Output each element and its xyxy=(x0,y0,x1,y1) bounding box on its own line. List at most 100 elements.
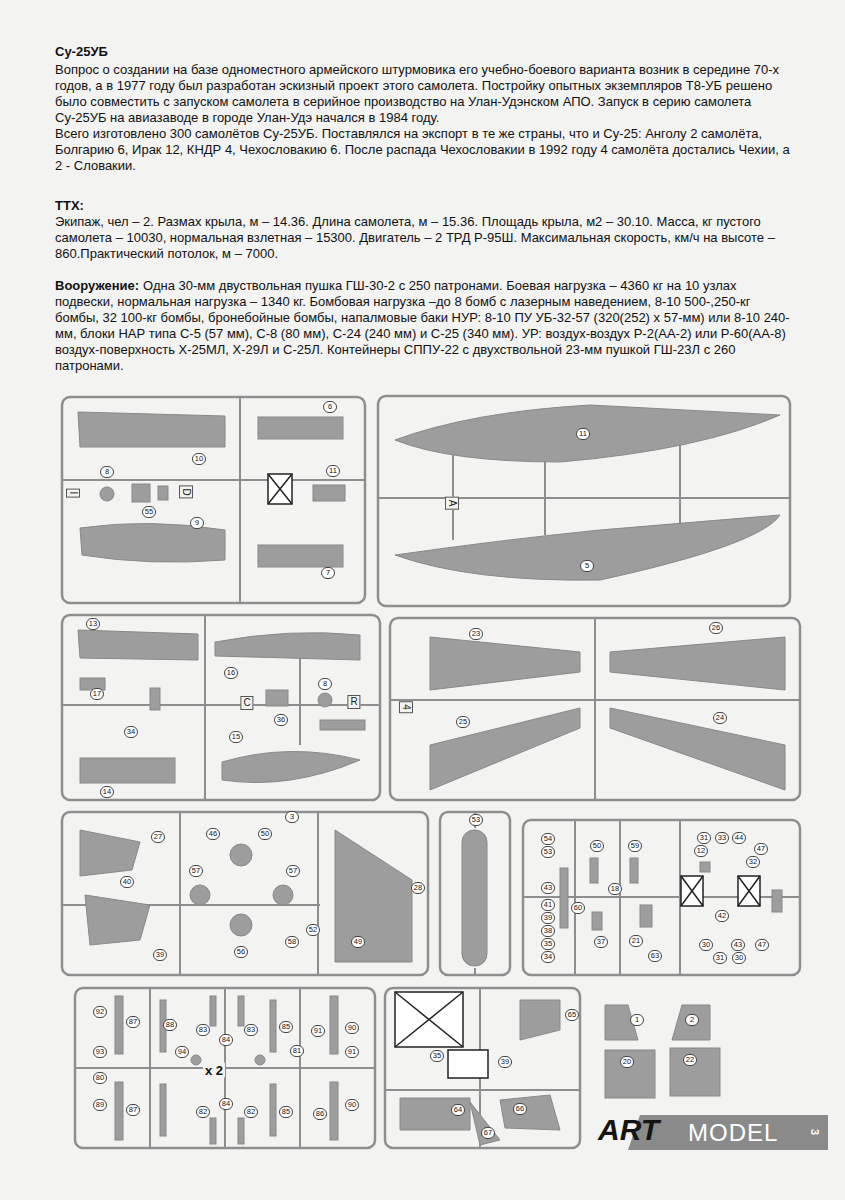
model-part xyxy=(80,523,225,562)
model-part xyxy=(150,688,160,710)
model-part xyxy=(630,858,638,883)
callout-number: 3 xyxy=(285,811,299,823)
callout-number: 34 xyxy=(124,726,138,738)
model-part xyxy=(313,485,345,501)
armament-paragraph: Вооружение:Одна 30-мм двуствольная пушка… xyxy=(55,278,797,374)
callout-number: 43 xyxy=(541,882,555,894)
callout-number: 92 xyxy=(93,1006,107,1018)
crossed-box xyxy=(681,876,703,906)
callout-number: 31 xyxy=(713,952,727,964)
callout-number: 63 xyxy=(648,950,662,962)
callout-number: 85 xyxy=(279,1106,293,1118)
callout-number: 26 xyxy=(709,622,723,634)
model-part xyxy=(605,1050,655,1098)
brand-logo: ART xyxy=(598,1113,659,1147)
callout-number: 30 xyxy=(732,952,746,964)
model-part xyxy=(610,637,785,690)
callout-number: 90 xyxy=(345,1099,359,1111)
model-part xyxy=(230,914,252,936)
model-part xyxy=(318,693,332,707)
callout-number: 86 xyxy=(313,1108,327,1120)
callout-number: 13 xyxy=(86,618,100,630)
crossed-box xyxy=(268,474,760,1078)
callout-number: 91 xyxy=(311,1025,325,1037)
crossed-box xyxy=(448,1050,488,1078)
callout-number: 91 xyxy=(345,1046,359,1058)
model-part xyxy=(215,633,360,660)
sprue-frame xyxy=(385,988,580,1148)
callout-number: 47 xyxy=(754,843,768,855)
model-part xyxy=(78,405,785,1145)
sprue-letter: I xyxy=(66,489,80,498)
model-part xyxy=(430,637,580,690)
model-part xyxy=(610,708,785,790)
callout-number: 16 xyxy=(224,667,238,679)
sprue-frame xyxy=(440,812,510,975)
sprue-runner xyxy=(390,618,800,800)
callout-number: 6 xyxy=(323,401,337,413)
callout-number: 52 xyxy=(306,924,320,936)
callout-number: 44 xyxy=(732,832,746,844)
sprue-runner xyxy=(385,988,580,1148)
sprue-frame xyxy=(62,396,800,1148)
callout-number: 18 xyxy=(608,883,622,895)
callout-number: 15 xyxy=(229,731,243,743)
callout-number: 23 xyxy=(469,628,483,640)
sprue-frame xyxy=(523,820,800,975)
callout-number: 57 xyxy=(286,865,300,877)
model-part xyxy=(78,412,225,447)
callout-number: 22 xyxy=(683,1054,697,1066)
model-part xyxy=(395,515,780,580)
model-part xyxy=(210,1118,216,1144)
callout-number: 2 xyxy=(685,1014,699,1026)
callout-number: 11 xyxy=(326,465,340,477)
model-part xyxy=(80,758,175,783)
model-part xyxy=(258,417,343,439)
callout-number: 8 xyxy=(318,678,332,690)
callout-number: 47 xyxy=(755,939,769,951)
callout-number: 56 xyxy=(234,946,248,958)
model-part xyxy=(258,545,343,567)
callout-number: 50 xyxy=(590,840,604,852)
model-part xyxy=(273,885,293,905)
body-text: Всего изготовлено 300 самолётов Су-25УБ.… xyxy=(55,126,797,174)
model-part xyxy=(462,830,487,966)
model-part xyxy=(266,690,288,706)
sprue-runner xyxy=(62,397,800,1148)
model-part xyxy=(238,996,244,1026)
callout-number: 83 xyxy=(244,1024,258,1036)
model-part xyxy=(270,1084,276,1136)
model-part xyxy=(320,720,365,730)
model-part xyxy=(700,862,710,872)
callout-number: 41 xyxy=(541,899,555,911)
callout-number: 50 xyxy=(258,828,272,840)
crossed-box xyxy=(395,992,463,1047)
model-part xyxy=(85,895,150,945)
callout-number: 17 xyxy=(90,688,104,700)
model-part xyxy=(270,1000,276,1052)
sprue-runner xyxy=(62,397,365,603)
body-text: Экипаж, чел – 2. Размах крыла, м – 14.36… xyxy=(55,214,797,262)
crossed-box xyxy=(738,876,760,906)
crossed-box xyxy=(738,876,760,906)
sprue-letter: R xyxy=(347,695,360,709)
callout-number: 83 xyxy=(196,1024,210,1036)
sprue-runner xyxy=(62,615,380,800)
crossed-box xyxy=(268,474,292,504)
sprue-letter: A xyxy=(445,497,459,510)
model-part xyxy=(335,830,412,962)
callout-number: 90 xyxy=(345,1022,359,1034)
callout-number: 12 xyxy=(694,845,708,857)
model-part xyxy=(191,1055,201,1065)
model-part xyxy=(158,486,168,500)
callout-number: 42 xyxy=(715,910,729,922)
callout-number: 9 xyxy=(190,517,204,529)
callout-number: 35 xyxy=(541,938,555,950)
callout-number: 55 xyxy=(142,506,156,518)
callout-number: 30 xyxy=(699,939,713,951)
model-part xyxy=(210,996,216,1026)
sprue-frame xyxy=(378,396,790,606)
callout-number: 59 xyxy=(628,840,642,852)
callout-number: 34 xyxy=(541,951,555,963)
callout-number: 5 xyxy=(580,560,594,572)
